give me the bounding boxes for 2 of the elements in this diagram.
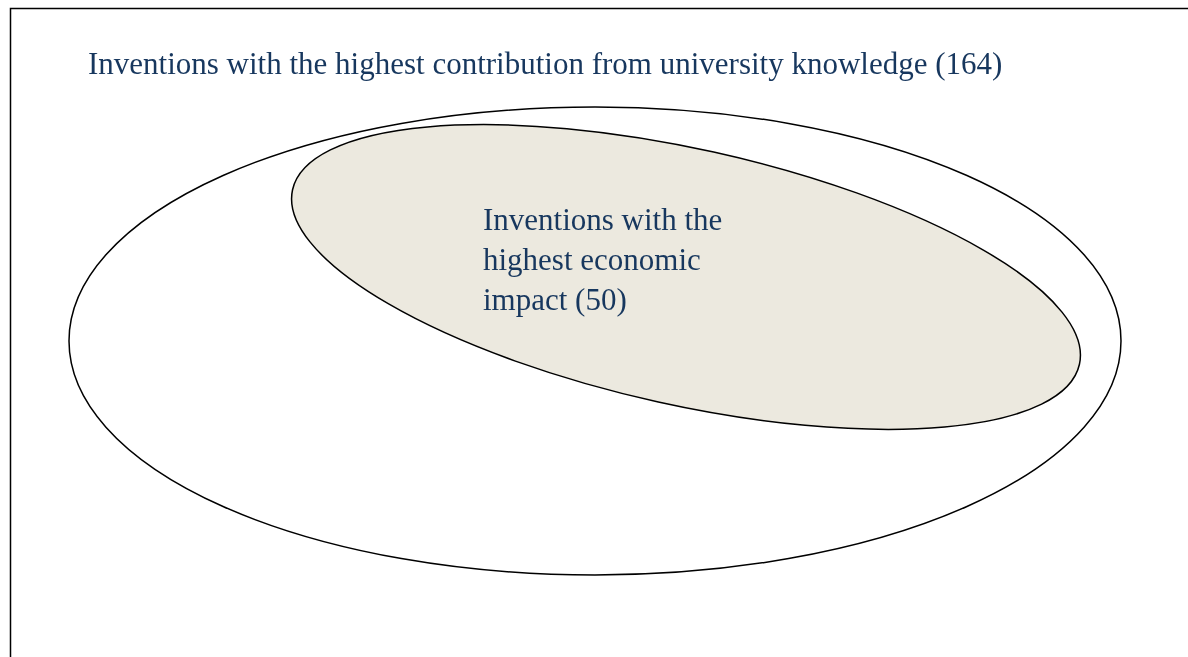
set-heading: Inventions with the highest contribution from university knowledge (164) (88, 45, 1004, 83)
set-label: Inventions with the highest economic impact (50) (483, 201, 724, 319)
